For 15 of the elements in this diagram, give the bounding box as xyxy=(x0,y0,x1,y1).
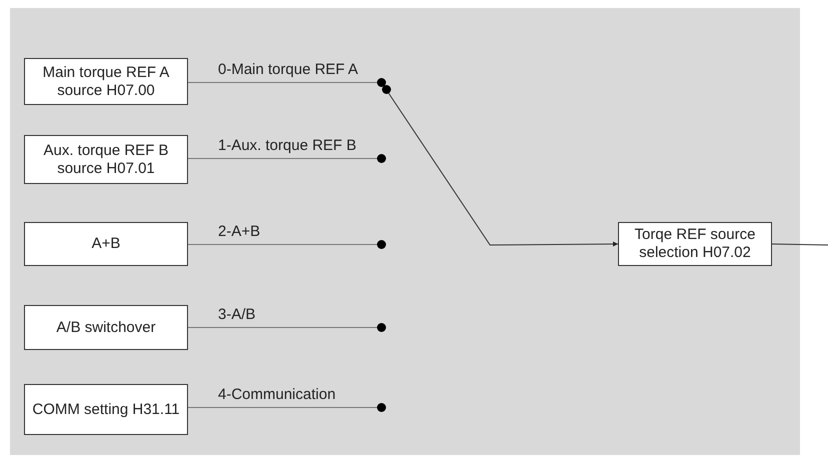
process-box: Main torque REF A source H07.00 xyxy=(24,58,188,105)
process-box: A+B xyxy=(24,222,188,266)
connector-line xyxy=(188,158,378,159)
connector-line xyxy=(188,244,378,245)
connector-line xyxy=(188,82,378,83)
process-box: Torqe REF source selection H07.02 xyxy=(618,222,772,266)
connector-line xyxy=(772,244,828,246)
edge-label: 0-Main torque REF A xyxy=(218,60,358,78)
connector-line xyxy=(188,407,378,408)
connector-line xyxy=(188,327,378,328)
process-box: COMM setting H31.11 xyxy=(24,384,188,435)
process-box: Aux. torque REF B source H07.01 xyxy=(24,135,188,184)
process-box: A/B switchover xyxy=(24,305,188,350)
connector-line xyxy=(387,91,618,247)
edge-label: 1-Aux. torque REF B xyxy=(218,136,356,154)
